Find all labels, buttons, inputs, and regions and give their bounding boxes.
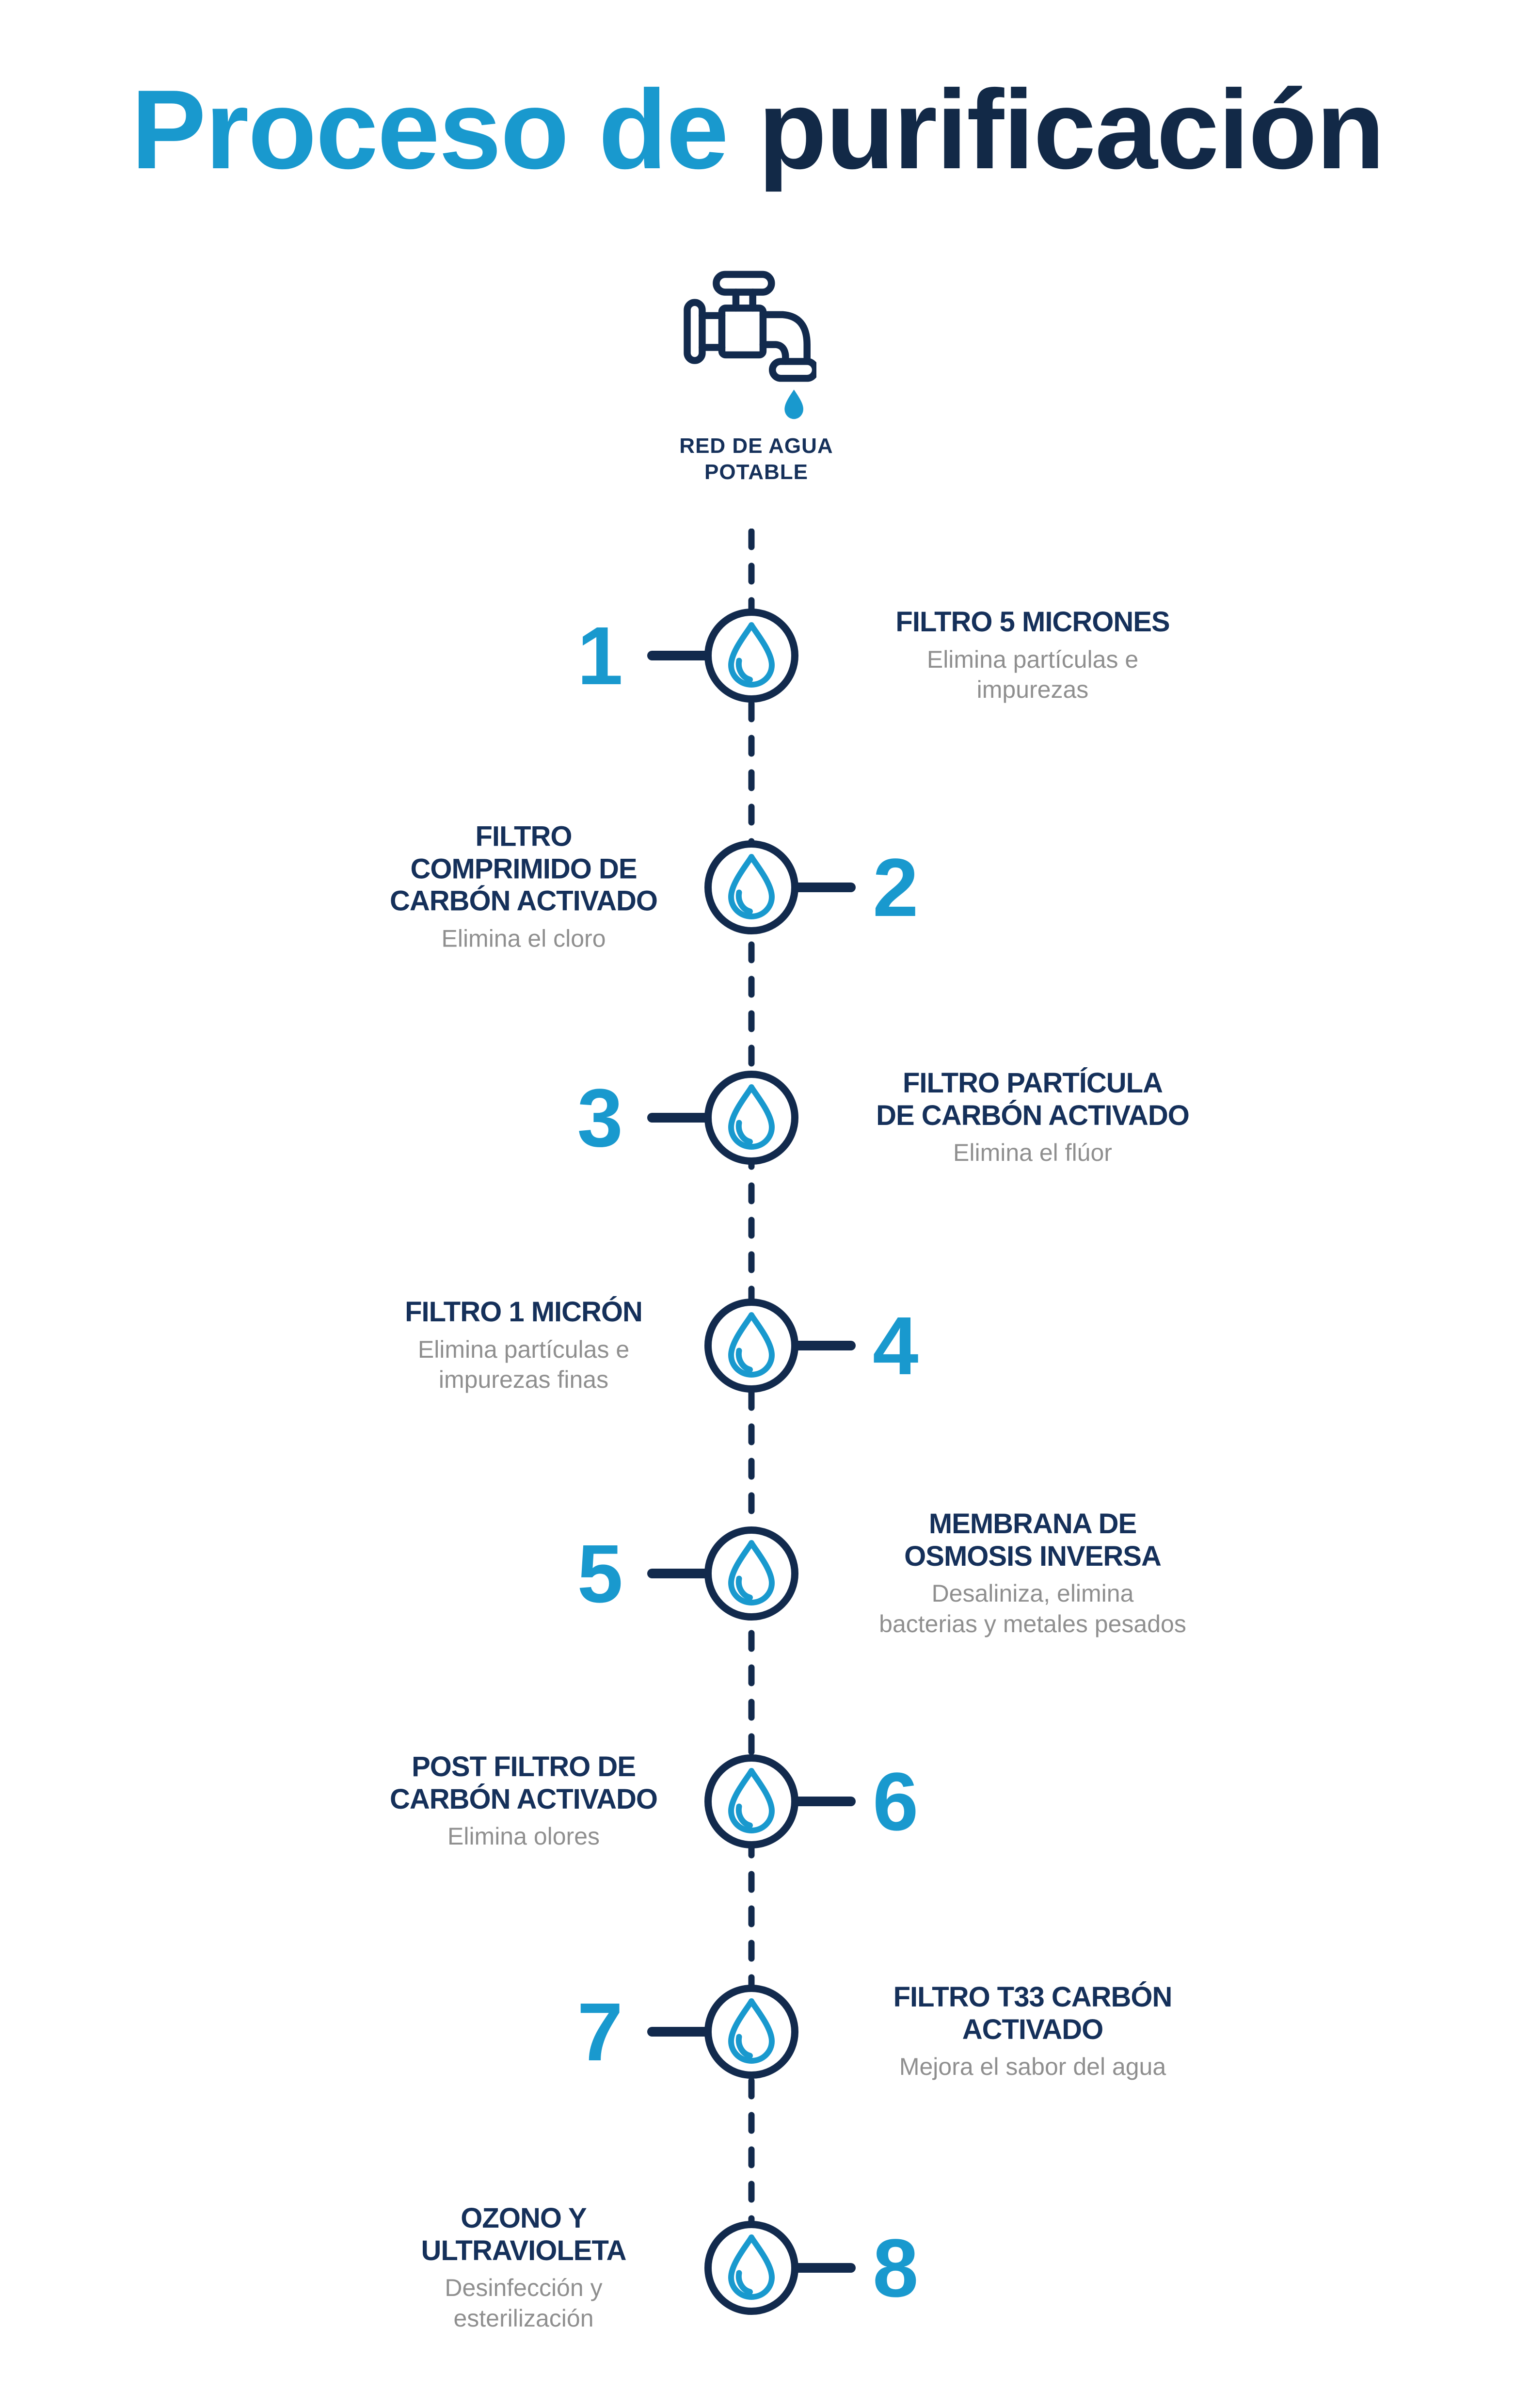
faucet-icon bbox=[684, 271, 816, 419]
step-connector bbox=[647, 1113, 711, 1123]
step-connector bbox=[792, 1797, 856, 1806]
step-drop-circle bbox=[704, 1526, 798, 1621]
water-source-line2: POTABLE bbox=[704, 460, 808, 484]
step-drop-circle bbox=[704, 1754, 798, 1848]
step-connector bbox=[792, 2263, 856, 2273]
page-title-light: Proceso de bbox=[131, 67, 729, 193]
step-number: 1 bbox=[577, 610, 623, 702]
step-number: 7 bbox=[577, 1986, 623, 2078]
page-title: Proceso de purificación bbox=[0, 68, 1515, 192]
step-drop-circle bbox=[704, 2221, 798, 2315]
step-description: Elimina olores bbox=[447, 1823, 600, 1850]
step-connector bbox=[792, 883, 856, 892]
step-text: FILTRO 1 MICRÓN Elimina partículas e impu… bbox=[339, 1296, 708, 1395]
water-drop-icon bbox=[728, 2234, 775, 2300]
step-text: FILTRO COMPRIMIDO DE CARBÓN ACTIVADO Elim… bbox=[339, 821, 708, 954]
water-drop-icon bbox=[728, 1312, 775, 1378]
step-description: Elimina el flúor bbox=[953, 1139, 1112, 1167]
step-text: MEMBRANA DE OSMOSIS INVERSA Desaliniza, e… bbox=[819, 1508, 1246, 1639]
step-text: OZONO Y ULTRAVIOLETA Desinfección y ester… bbox=[339, 2202, 708, 2333]
step-description: Desinfección y esterilización bbox=[445, 2274, 603, 2332]
step-title: FILTRO COMPRIMIDO DE CARBÓN ACTIVADO bbox=[389, 820, 658, 917]
step-connector bbox=[647, 651, 711, 660]
falling-drop-icon bbox=[784, 389, 803, 419]
step-number: 3 bbox=[577, 1072, 623, 1164]
step-title: OZONO Y ULTRAVIOLETA bbox=[421, 2202, 627, 2266]
water-drop-icon bbox=[728, 1768, 775, 1833]
step-title: POST FILTRO DE CARBÓN ACTIVADO bbox=[389, 1751, 658, 1815]
step-number: 6 bbox=[873, 1756, 919, 1848]
step-description: Mejora el sabor del agua bbox=[899, 2053, 1166, 2081]
step-connector bbox=[647, 1569, 711, 1578]
step-connector bbox=[792, 1341, 856, 1350]
water-drop-icon bbox=[728, 622, 775, 688]
water-drop-icon bbox=[728, 1998, 775, 2064]
water-drop-icon bbox=[728, 1084, 775, 1150]
step-connector bbox=[647, 2027, 711, 2037]
step-title: FILTRO T33 CARBÓN ACTIVADO bbox=[893, 1981, 1173, 2045]
step-title: FILTRO 5 MICRONES bbox=[895, 606, 1170, 638]
page-title-dark: purificación bbox=[758, 67, 1385, 193]
step-text: FILTRO PARTÍCULA DE CARBÓN ACTIVADO Elimi… bbox=[819, 1067, 1246, 1168]
page-title-space bbox=[728, 67, 758, 193]
water-source-line1: RED DE AGUA bbox=[679, 434, 833, 458]
step-description: Elimina el cloro bbox=[441, 925, 606, 952]
step-description: Elimina partículas e impurezas finas bbox=[417, 1335, 630, 1394]
step-drop-circle bbox=[704, 1071, 798, 1165]
water-drop-icon bbox=[728, 1540, 775, 1605]
step-number: 5 bbox=[577, 1528, 623, 1620]
step-description: Desaliniza, elimina bacterias y metales … bbox=[879, 1580, 1186, 1637]
step-number: 2 bbox=[873, 842, 919, 934]
water-drop-icon bbox=[728, 854, 775, 919]
step-title: MEMBRANA DE OSMOSIS INVERSA bbox=[904, 1508, 1162, 1572]
step-drop-circle bbox=[704, 1985, 798, 2079]
step-drop-circle bbox=[704, 840, 798, 934]
timeline-dashed-line bbox=[748, 529, 755, 2269]
step-number: 8 bbox=[873, 2222, 919, 2314]
step-text: FILTRO 5 MICRONES Elimina partículas e im… bbox=[819, 606, 1246, 705]
step-drop-circle bbox=[704, 1299, 798, 1393]
step-description: Elimina partículas e impurezas bbox=[926, 645, 1139, 704]
step-text: FILTRO T33 CARBÓN ACTIVADO Mejora el sabo… bbox=[819, 1981, 1246, 2082]
step-drop-circle bbox=[704, 609, 798, 703]
step-title: FILTRO 1 MICRÓN bbox=[405, 1296, 643, 1328]
step-title: FILTRO PARTÍCULA DE CARBÓN ACTIVADO bbox=[876, 1067, 1190, 1131]
water-source-label: RED DE AGUA POTABLE bbox=[514, 433, 999, 485]
step-number: 4 bbox=[873, 1300, 919, 1392]
step-text: POST FILTRO DE CARBÓN ACTIVADO Elimina ol… bbox=[339, 1751, 708, 1852]
